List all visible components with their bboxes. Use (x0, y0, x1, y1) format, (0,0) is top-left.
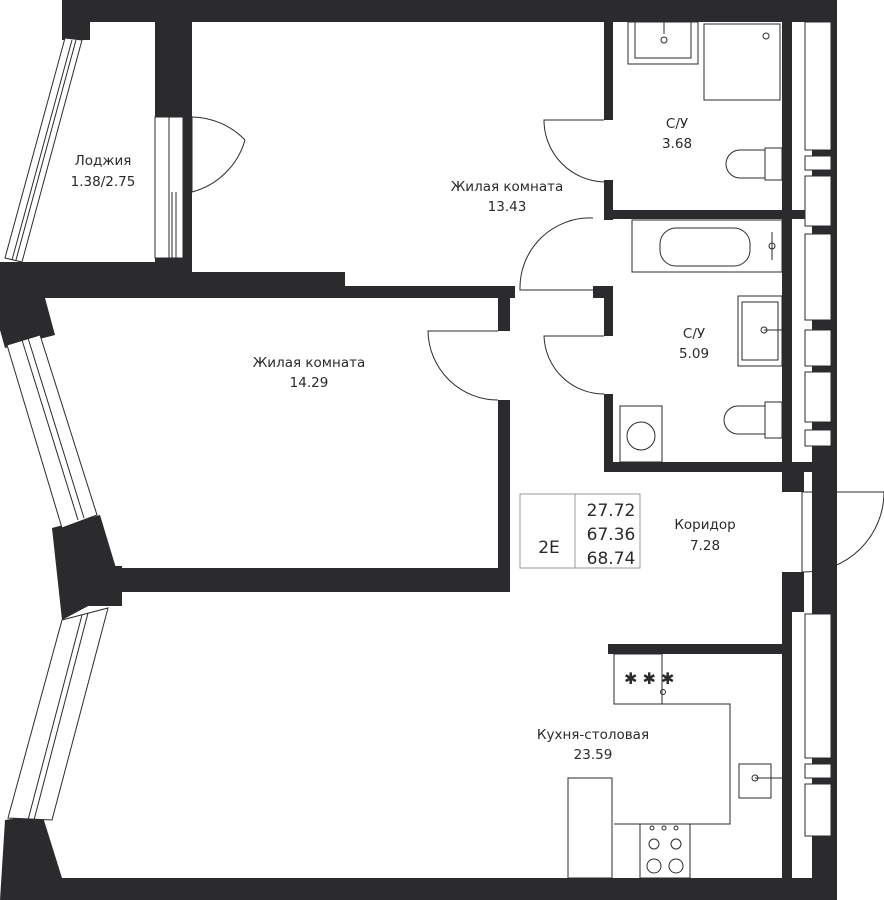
room-name: С/У (666, 116, 688, 132)
room-area: 23.59 (574, 747, 613, 763)
total-area: 67.36 (587, 525, 636, 545)
loggia-partition (154, 116, 184, 259)
room-name: Лоджия (75, 153, 132, 169)
right-windows (804, 21, 832, 837)
living-area: 27.72 (587, 501, 636, 521)
kitchen-fixtures: ✱ ✱ ✱ (567, 653, 782, 879)
toilet-2 (764, 401, 783, 439)
total-area-with-loggia: 68.74 (587, 549, 636, 569)
room-label-kitchen: Кухня-столовая 23.59 (537, 727, 649, 763)
room-area: 14.29 (290, 375, 329, 391)
stove (639, 823, 691, 879)
room-name: С/У (683, 326, 705, 342)
bathroom-2-fixtures (619, 219, 783, 463)
room-area: 1.38/2.75 (71, 174, 136, 190)
sink-2 (737, 295, 783, 367)
shower-tray (703, 23, 781, 101)
area-summary-box: 2Е 27.72 67.36 68.74 (519, 493, 641, 569)
room-label-loggia: Лоджия 1.38/2.75 (71, 153, 136, 190)
room-area: 5.09 (679, 346, 709, 362)
room-area: 13.43 (488, 199, 527, 215)
room-area: 7.28 (690, 538, 720, 554)
outer-walls (0, 0, 837, 900)
room-name: Жилая комната (451, 179, 563, 195)
left-windows (4, 37, 109, 821)
kitchen-counter-top (613, 653, 663, 705)
bathroom-1-fixtures (627, 21, 783, 181)
room-name: Кухня-столовая (537, 727, 649, 743)
toilet-1 (764, 147, 783, 181)
doors (191, 116, 884, 573)
apartment-type: 2Е (538, 538, 560, 558)
svg-text:✱ ✱ ✱: ✱ ✱ ✱ (624, 669, 674, 688)
room-area: 3.68 (662, 136, 692, 152)
kitchen-table (567, 777, 613, 879)
inner-walls (118, 22, 812, 878)
washing-machine (619, 405, 663, 463)
room-label-living-2: Жилая комната 14.29 (253, 355, 365, 391)
bathtub (631, 219, 783, 273)
room-label-corridor: Коридор 7.28 (674, 517, 735, 554)
room-name: Жилая комната (253, 355, 365, 371)
room-label-living-1: Жилая комната 13.43 (451, 179, 563, 215)
room-label-bathroom-2: С/У 5.09 (679, 326, 709, 362)
room-name: Коридор (674, 517, 735, 533)
room-label-bathroom-1: С/У 3.68 (662, 116, 692, 152)
